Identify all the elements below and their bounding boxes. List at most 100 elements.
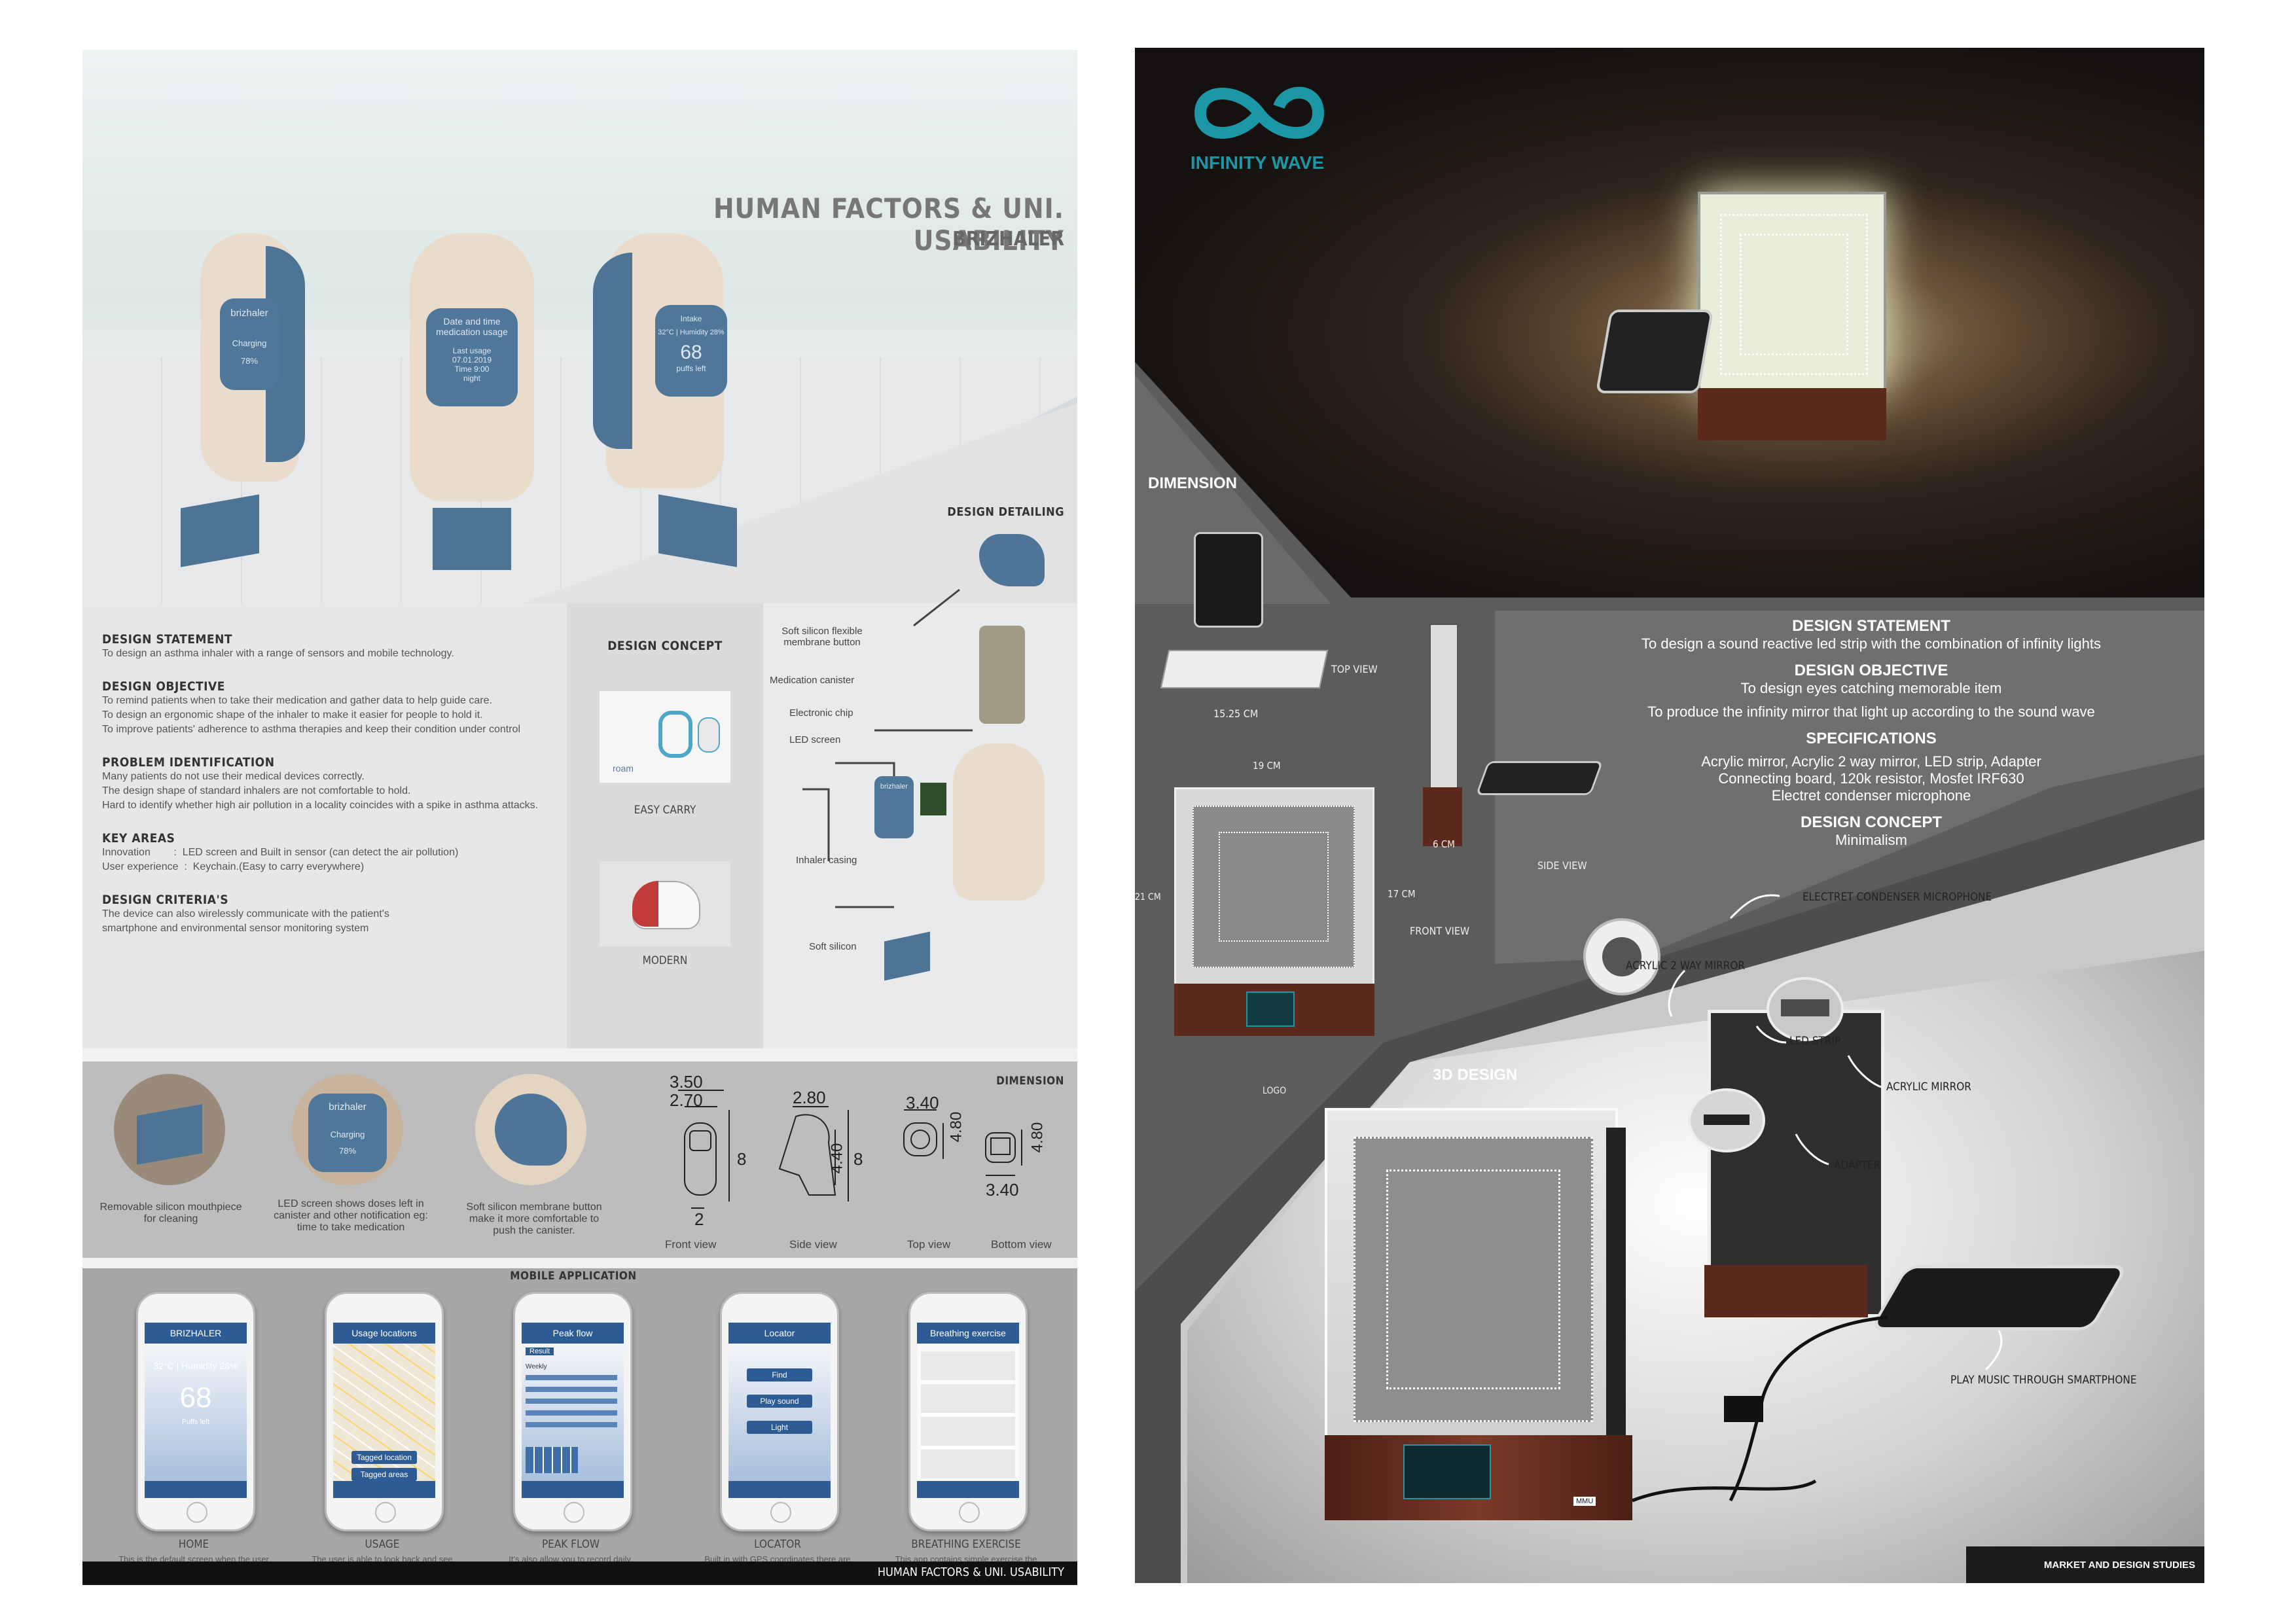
left-footer-bar — [82, 1561, 1077, 1585]
concept-brand: roam — [613, 763, 634, 774]
feature-screen-image: brizhaler Charging 78% — [292, 1074, 403, 1185]
right-concept-text: Minimalism — [1835, 832, 1907, 848]
front-dim-4: 2 — [694, 1209, 704, 1229]
hero-inhaler-3: Intake 32°C | Humidity 28% 68 puffs left — [593, 233, 744, 567]
feature-mouthpiece-image — [114, 1074, 225, 1185]
exercise-figures — [921, 1351, 1015, 1482]
phone-bar: Usage locations — [333, 1323, 435, 1344]
mirror-3d-frame — [1325, 1108, 1618, 1447]
problem-line: Many patients do not use their medical d… — [102, 771, 365, 782]
phone-usage: Usage locations Tagged location Tagged a… — [325, 1292, 444, 1531]
hero-screen-sub: 78% — [240, 356, 259, 366]
peak-weekly-label: Weekly — [526, 1363, 547, 1370]
screen-title-peak-flow: PEAK FLOW — [541, 1538, 600, 1551]
detail-chip-part — [920, 783, 946, 815]
mmu-badge: MMU — [1573, 1497, 1596, 1506]
peak-bars — [526, 1375, 617, 1434]
view-caption-front: Front view — [665, 1238, 717, 1251]
callout-arrows — [1668, 894, 2003, 1371]
concept-image-carry: roam — [600, 691, 730, 783]
dimension-heading: DIMENSION — [996, 1075, 1064, 1088]
side-dim-3: 8 — [853, 1149, 863, 1169]
detail-canister-part — [979, 626, 1025, 724]
feature-caption-mouthpiece: Removable silicon mouthpiece for cleanin… — [99, 1202, 242, 1224]
detail-button-part — [979, 534, 1045, 586]
side-view-base — [1423, 787, 1462, 846]
phone-breathing: Breathing exercise — [908, 1292, 1028, 1531]
hero-screen-brand: brizhaler — [230, 308, 268, 319]
right-concept-heading: DESIGN CONCEPT — [1800, 813, 1943, 831]
screen-title-locator: LOCATOR — [754, 1538, 801, 1551]
concept-item-easy-carry: EASY CARRY — [634, 804, 696, 817]
hero-inhaler-1: brizhaler Charging 78% — [181, 233, 318, 567]
peak-result-chip[interactable]: Result — [526, 1347, 554, 1355]
feature-button-image — [475, 1074, 586, 1185]
phone-peak-flow: Peak flow Result Weekly — [513, 1292, 632, 1531]
spec-line: Connecting board, 120k resistor, Mosfet … — [1718, 770, 2024, 787]
hero-mirror — [1698, 192, 1886, 393]
right-objective-heading: DESIGN OBJECTIVE — [1794, 662, 1948, 679]
usage-tagged-location[interactable]: Tagged location — [351, 1451, 417, 1464]
criteria-line: smartphone and environmental sensor moni… — [102, 923, 369, 934]
dimension-band — [82, 1061, 1077, 1258]
top-dim-2: 4.80 — [947, 1111, 965, 1143]
feature-screen-status: Charging — [330, 1130, 365, 1139]
locator-play-sound-button[interactable]: Play sound — [747, 1395, 812, 1408]
side-view-dim: 6 CM — [1433, 838, 1455, 850]
front-dim-3: 8 — [737, 1149, 747, 1169]
top-view-phone — [1194, 532, 1263, 628]
statement-text: To design an asthma inhaler with a range… — [102, 648, 454, 659]
hero-diagonal — [501, 397, 1077, 606]
objective-heading: DESIGN OBJECTIVE — [102, 679, 225, 694]
spec-line: Acrylic mirror, Acrylic 2 way mirror, LE… — [1701, 753, 2041, 770]
objective-line: To remind patients when to take their me… — [102, 695, 492, 706]
statement-heading: DESIGN STATEMENT — [102, 632, 233, 647]
page-title: HUMAN FACTORS & UNI. USABILITY — [713, 192, 1064, 257]
mobile-heading: MOBILE APPLICATION — [510, 1270, 637, 1283]
view-caption-top: Top view — [907, 1238, 951, 1251]
logo-text: INFINITY WAVE — [1190, 152, 1325, 173]
front-view-height-left: 21 CM — [1135, 892, 1161, 902]
right-objective-line: To produce the infinity mirror that ligh… — [1647, 704, 2095, 720]
right-poster: INFINITY WAVE DIMENSION TOP VIEW 15.25 C… — [1135, 48, 2204, 1583]
front-view-label: FRONT VIEW — [1410, 925, 1470, 937]
mirror-3d-back — [1606, 1128, 1626, 1435]
phone-bar: BRIZHALER — [145, 1323, 247, 1344]
right-footer-bar — [1966, 1546, 2204, 1583]
phone-home: BRIZHALER 32°C | Humidity 28% 68 Puffs l… — [136, 1292, 255, 1531]
phone-bar: Locator — [728, 1323, 831, 1344]
hero-screen3-big: 68 — [680, 342, 702, 363]
spec-line: Electret condenser microphone — [1771, 787, 1971, 804]
locator-find-button[interactable]: Find — [747, 1368, 812, 1382]
hero-screen2-line5: Time 9:00 — [454, 365, 490, 374]
key-areas-heading: KEY AREAS — [102, 831, 175, 846]
locator-light-button[interactable]: Light — [747, 1421, 812, 1434]
right-statement-heading: DESIGN STATEMENT — [1792, 617, 1950, 635]
left-poster: HUMAN FACTORS & UNI. USABILITY BRIZHALER… — [82, 50, 1077, 1585]
hero-inhaler-2: Date and time medication usage Last usag… — [403, 233, 541, 573]
hero-screen2-line4: 07.01.2019 — [452, 355, 492, 365]
hero-screen3-line2: 32°C | Humidity 28% — [658, 329, 725, 336]
hero-screen2-line6: night — [463, 374, 481, 383]
microphone-image — [1583, 918, 1660, 995]
right-statement-text: To design a sound reactive led strip wit… — [1641, 635, 2101, 652]
detail-label-led: LED screen — [789, 734, 841, 745]
detail-screen-part: brizhaler — [874, 776, 914, 838]
label-adapter: ADAPTER — [1834, 1159, 1881, 1172]
bottom-dim-2: 3.40 — [986, 1180, 1019, 1200]
front-view-base — [1174, 984, 1374, 1036]
mirror-small-base — [1704, 1265, 1868, 1317]
screen-title-breathing: BREATHING EXERCISE — [911, 1538, 1021, 1551]
side-dim-2: 4.40 — [828, 1143, 846, 1174]
usage-tagged-areas[interactable]: Tagged areas — [351, 1468, 417, 1481]
label-2way-mirror: ACRYLIC 2 WAY MIRROR — [1626, 959, 1746, 972]
label-microphone: ELECTRET CONDENSER MICROPHONE — [1803, 891, 1992, 904]
right-dimension-heading: DIMENSION — [1148, 474, 1238, 492]
screen-title-usage: USAGE — [365, 1538, 400, 1551]
concept-block — [567, 603, 763, 1048]
technical-drawings — [678, 1090, 1022, 1209]
label-led-strip: LED STRIP — [1789, 1035, 1841, 1048]
left-footer: HUMAN FACTORS & UNI. USABILITY — [877, 1565, 1064, 1579]
right-objective-line: To design eyes catching memorable item — [1740, 680, 2002, 696]
phone-locator: Locator Find Play sound Light — [720, 1292, 839, 1531]
